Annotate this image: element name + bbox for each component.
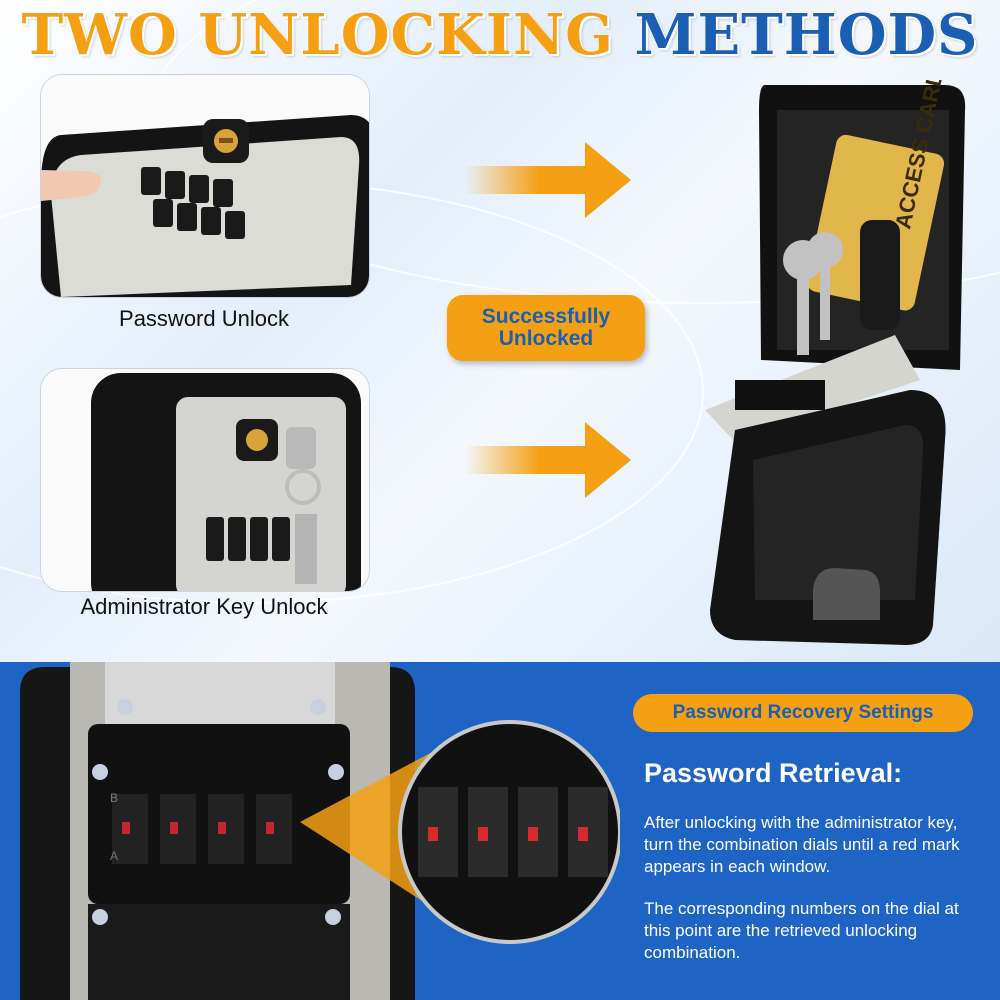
successfully-unlocked-badge: Successfully Unlocked: [447, 295, 645, 361]
combination-dial-icon: [206, 517, 290, 561]
recovery-section: B A: [0, 662, 1000, 1000]
badge-line-2: Unlocked: [498, 327, 594, 350]
keys-icon: [783, 232, 843, 355]
page-title: TWO UNLOCKING METHODS: [0, 2, 1000, 69]
key-unlock-photo: [41, 369, 369, 591]
recovery-settings-pill: Password Recovery Settings: [633, 694, 973, 732]
key-unlock-caption: Administrator Key Unlock: [80, 594, 328, 619]
arrow-right-icon: [465, 422, 631, 498]
screw-icon: [92, 699, 344, 925]
arrow-right-icon: [465, 142, 631, 218]
password-unlock-panel: [40, 74, 370, 298]
lock-knob-icon: [203, 119, 249, 163]
svg-text:B: B: [110, 791, 118, 805]
car-remote: [860, 220, 900, 330]
combination-dial-icon: [141, 167, 245, 239]
title-part-blue: METHODS: [634, 2, 979, 69]
key-unlock-panel: [40, 368, 370, 592]
dial-closeup-photo: B A: [20, 662, 622, 1000]
badge-line-1: Successfully: [481, 305, 611, 328]
key-icon: [285, 427, 321, 584]
retrieval-paragraph-1: After unlocking with the administrator k…: [644, 813, 960, 876]
retrieval-heading: Password Retrieval:: [644, 758, 903, 788]
open-lockbox-photo: ACCESS CARD: [705, 80, 966, 645]
svg-text:A: A: [110, 849, 118, 863]
title-part-orange: TWO UNLOCKING: [21, 2, 614, 69]
password-unlock-photo: [41, 75, 369, 297]
password-unlock-caption: Password Unlock: [119, 306, 289, 331]
retrieval-paragraph-2: The corresponding numbers on the dial at…: [644, 899, 959, 962]
finger: [41, 170, 102, 201]
